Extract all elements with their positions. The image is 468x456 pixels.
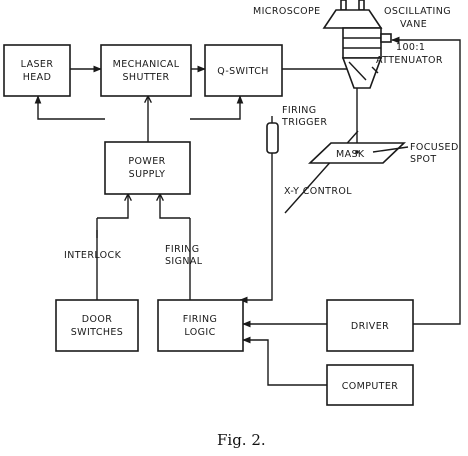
microscope-assembly	[322, 0, 392, 89]
beam-mirror	[348, 61, 367, 81]
mask-label: MASK	[336, 149, 365, 160]
power-supply-label-1: POWER	[128, 156, 165, 167]
interlock-label: INTERLOCK	[64, 250, 122, 261]
driver-to-vane	[391, 36, 461, 325]
power-to-laser-head	[34, 95, 105, 120]
firing-logic-label-2: LOGIC	[184, 327, 215, 338]
spot-pointer	[372, 146, 409, 153]
vane-actuator	[380, 33, 392, 43]
attenuator-pointer	[371, 66, 379, 74]
laser-head-block	[3, 44, 71, 97]
focused-spot-label-1: FOCUSED	[410, 142, 459, 153]
computer-label: COMPUTER	[342, 381, 399, 392]
door-switches-block	[55, 299, 139, 352]
oscillating-vane-label-1: OSCILLATING	[384, 6, 451, 17]
computer-to-firing-logic	[242, 336, 327, 386]
laser-head-label-2: HEAD	[23, 72, 52, 83]
shutter-label-2: SHUTTER	[123, 72, 170, 83]
oscillating-vane-label-2: VANE	[400, 19, 427, 30]
focused-spot-label-2: SPOT	[410, 154, 437, 165]
focused-spot-mark	[355, 150, 359, 154]
firing-trigger-label-1: FIRING	[282, 105, 317, 116]
attenuator-label-1: 100:1	[396, 42, 425, 53]
firing-logic-block	[157, 299, 244, 352]
q-switch-block	[204, 44, 283, 97]
driver-block	[326, 299, 414, 352]
trigger-body	[266, 122, 279, 154]
mechanical-shutter-block	[100, 44, 192, 97]
firing-signal-label-1: FIRING	[165, 244, 200, 255]
firing-logic-label-1: FIRING	[183, 314, 218, 325]
eyepiece-right	[358, 0, 365, 11]
power-supply-block	[104, 141, 191, 195]
microscope-head	[322, 9, 383, 29]
figure-caption: Fig. 2.	[217, 431, 266, 449]
door-switches-label-1: DOOR	[82, 314, 112, 325]
microscope-label: MICROSCOPE	[253, 6, 321, 17]
power-to-qswitch	[190, 95, 244, 120]
door-switches-label-2: SWITCHES	[71, 327, 123, 338]
computer-block	[326, 364, 414, 406]
attenuator-label-2: ATTENUATOR	[376, 55, 443, 66]
firing-trigger-device	[266, 116, 279, 158]
firing-trigger-label-2: TRIGGER	[281, 117, 327, 128]
power-supply-label-2: SUPPLY	[129, 169, 166, 180]
firing-signal-to-power	[160, 194, 190, 219]
shutter-label-1: MECHANICAL	[113, 59, 180, 70]
eyepiece-left	[340, 0, 347, 11]
driver-label: DRIVER	[351, 321, 389, 332]
firing-signal-label-2: SIGNAL	[165, 256, 203, 267]
xy-control-label: X-Y CONTROL	[284, 186, 352, 197]
q-switch-label: Q-SWITCH	[217, 66, 269, 77]
trigger-to-firing-logic	[239, 158, 273, 304]
microscope-tube	[342, 27, 382, 59]
laser-head-label-1: LASER	[21, 59, 54, 70]
mask-assembly	[308, 142, 409, 164]
interlock-to-power	[97, 194, 128, 219]
